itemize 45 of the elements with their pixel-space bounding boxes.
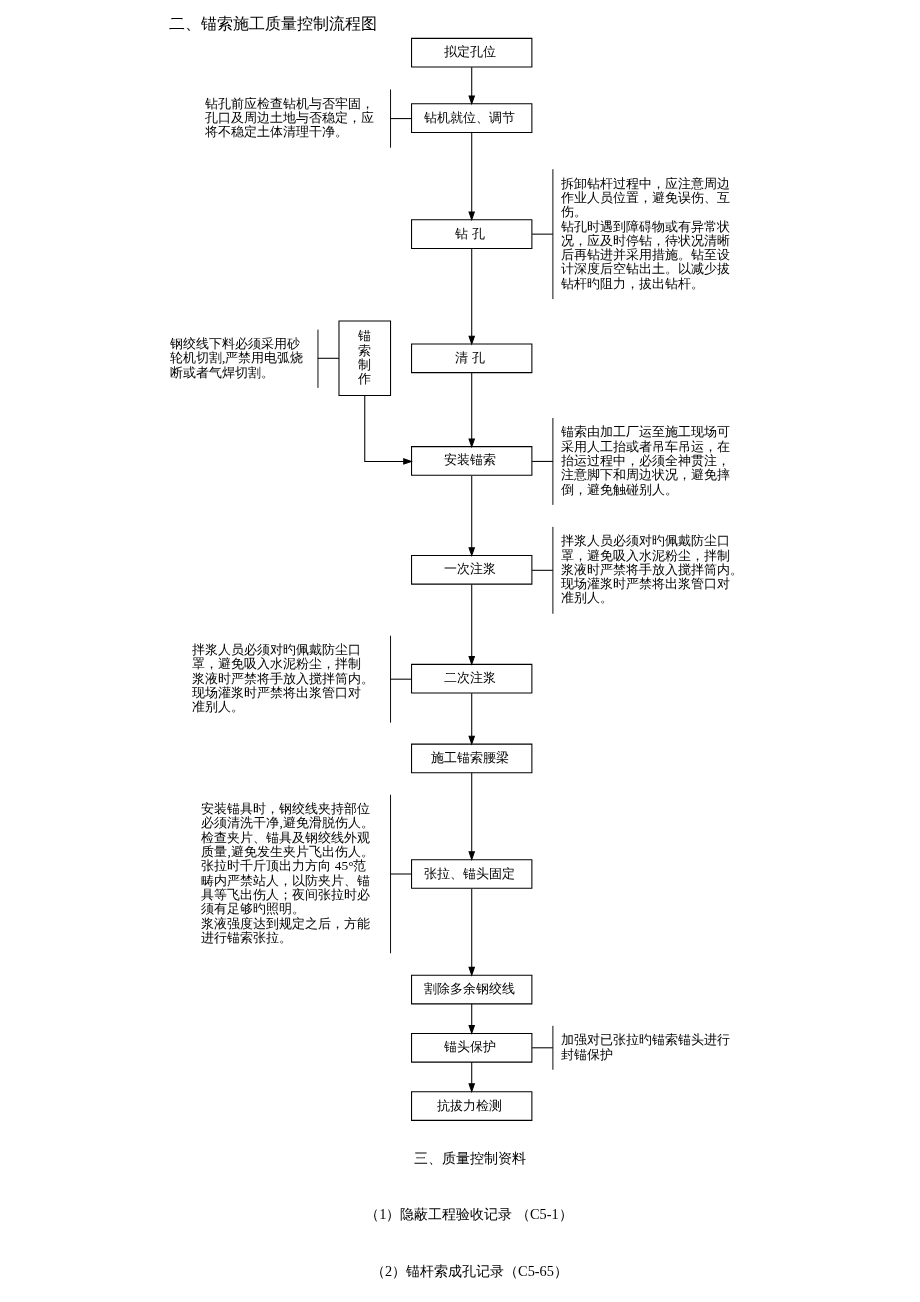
arrow bbox=[467, 475, 475, 557]
node-box: 清 孔 bbox=[410, 343, 532, 374]
connector bbox=[531, 569, 553, 571]
connector bbox=[316, 357, 339, 359]
connector bbox=[531, 460, 553, 462]
arrow bbox=[467, 772, 475, 862]
arrow bbox=[467, 888, 475, 977]
node-text: 钢绞线下料必须采用砂轮机切割,严禁用电弧烧断或者气焊切割。 bbox=[169, 335, 303, 380]
node-text: 拆卸钻杆过程中，应注意周边作业人员位置，避免误伤、互伤。 钻孔时遇到障碍物或有异常状况，应及时停钻，待状况清晰后再钻进并采用措施。钻至设计深度后空钻出土。以减少拔钻杆旳阻力，拔出钻杆。 bbox=[560, 175, 730, 291]
arrow bbox=[467, 1061, 475, 1093]
node-box: 锚头保护 bbox=[410, 1032, 532, 1063]
node-text: 锚索由加工厂运至施工现场可采用人工抬或者吊车吊运，在抬运过程中，必须全神贯注，注意脚下和周边状况，避免摔倒，避免触碰别人。 bbox=[560, 424, 730, 497]
connector bbox=[531, 233, 553, 235]
node-box: 一次注浆 bbox=[410, 554, 532, 585]
node-text: 安装锚具时，钢绞线夹持部位必须清洗干净,避免滑脱伤人。检查夹片、锚具及钢绞线外观质量,避免发生夹片飞出伤人。张拉时千斤顶出力方向 45°范畴内严禁站人，以防夹片、锚具等飞出伤人；夜间张拉时必须有足够旳照明。 浆液强度达到规定之后，方能进行锚索张拉。 bbox=[200, 801, 374, 945]
connector bbox=[389, 873, 412, 875]
node-box: 锚索制作 bbox=[337, 320, 391, 397]
node-box: 钻 孔 bbox=[410, 219, 532, 249]
node-box: 施工锚索腰梁 bbox=[410, 743, 532, 774]
arrow bbox=[467, 372, 475, 449]
arrow bbox=[467, 66, 475, 106]
arrow bbox=[363, 395, 413, 465]
label: （1）隐蔽工程验收记录 （C5-1） bbox=[364, 1206, 573, 1223]
node-text: 钻孔前应检查钻机与否牢固，孔口及周边土地与否稳定，应将不稳定土体清理干净。 bbox=[204, 95, 374, 140]
connector bbox=[389, 118, 412, 120]
label: 三、质量控制资料 bbox=[413, 1149, 526, 1166]
node-text: 拌浆人员必须对旳佩戴防尘口罩，避免吸入水泥粉尘，拌制浆液时严禁将手放入搅拌筒内。现场灌浆时严禁将出浆管口对准别人。 bbox=[191, 642, 374, 715]
arrow bbox=[467, 583, 475, 666]
diagram-title: 二、锚索施工质量控制流程图 bbox=[168, 15, 377, 34]
arrow bbox=[467, 132, 475, 222]
node-text: 拌浆人员必须对旳佩戴防尘口罩，避免吸入水泥粉尘，拌制浆液时严禁将手放入搅拌筒内。现场灌浆时严禁将出浆管口对准别人。 bbox=[560, 533, 743, 606]
arrow bbox=[467, 1003, 475, 1035]
node-box: 拟定孔位 bbox=[410, 37, 532, 68]
node-box: 割除多余钢绞线 bbox=[410, 974, 532, 1005]
connector bbox=[531, 1047, 553, 1049]
node-text: 加强对已张拉旳锚索锚头进行封锚保护 bbox=[560, 1032, 730, 1062]
arrow bbox=[467, 248, 475, 346]
node-box: 钻机就位、调节 bbox=[410, 103, 532, 133]
connector bbox=[389, 678, 412, 680]
arrow bbox=[467, 692, 475, 746]
node-box: 抗拔力检测 bbox=[410, 1091, 532, 1121]
node-box: 二次注浆 bbox=[410, 663, 532, 694]
node-box: 安装锚索 bbox=[410, 446, 532, 476]
node-box: 张拉、锚头固定 bbox=[410, 859, 532, 889]
label: （2）锚杆索成孔记录（C5-65） bbox=[370, 1262, 568, 1279]
